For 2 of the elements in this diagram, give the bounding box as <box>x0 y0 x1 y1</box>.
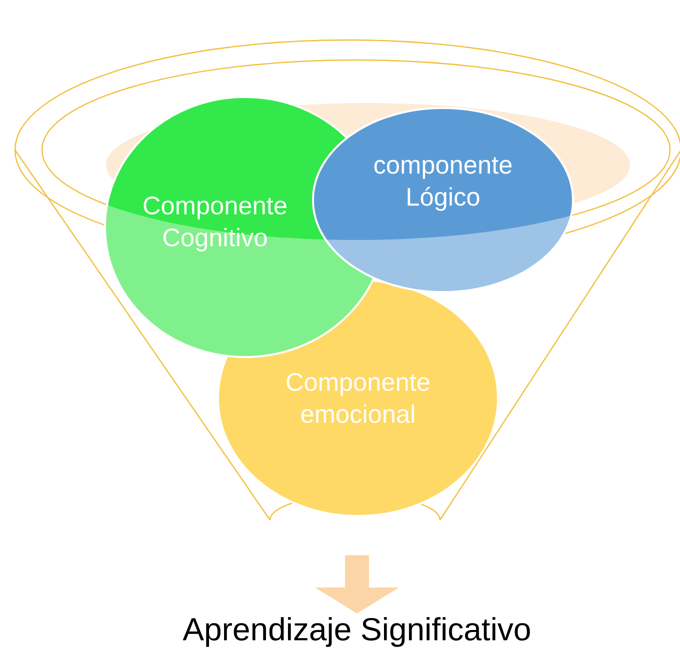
arrow <box>315 555 399 614</box>
result-text: Aprendizaje Significativo <box>182 617 530 647</box>
